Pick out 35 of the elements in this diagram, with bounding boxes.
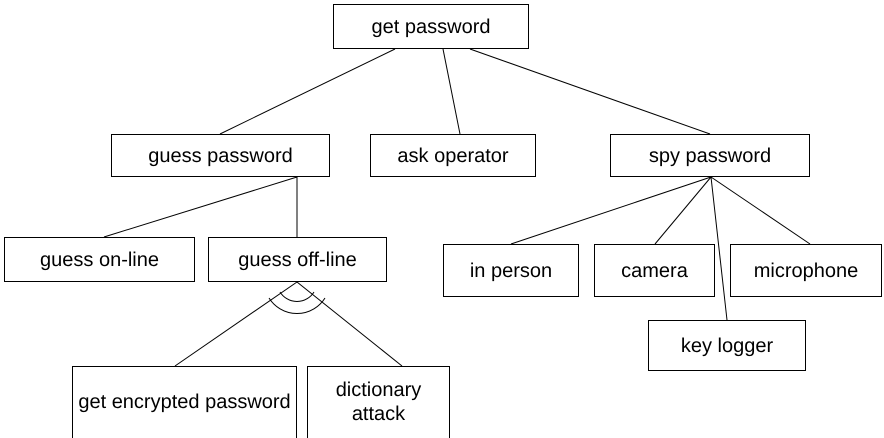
- tree-node-box: [307, 366, 450, 438]
- tree-node-box: [648, 320, 806, 371]
- connector-line: [174, 282, 298, 366]
- tree-node-box: [208, 237, 387, 282]
- tree-node-box: [4, 237, 195, 282]
- node-label: guess password: [148, 144, 293, 168]
- node-label: get encrypted password: [78, 390, 291, 414]
- node-label: ask operator: [397, 144, 509, 168]
- connector-line: [470, 48, 710, 134]
- tree-node-box: [333, 4, 529, 49]
- node-label: camera: [621, 258, 688, 282]
- tree-node-box: [610, 134, 810, 177]
- connector-line: [220, 48, 396, 134]
- node-label: spy password: [648, 144, 772, 168]
- connector-line: [442, 48, 460, 134]
- node-label: guess off-line: [238, 248, 357, 272]
- node-label: guess on-line: [40, 248, 159, 272]
- connector-line: [510, 176, 712, 244]
- connector-line: [296, 176, 298, 238]
- node-label: key logger: [680, 334, 774, 358]
- tree-node-box: [72, 366, 297, 438]
- connector-line: [654, 176, 712, 244]
- connector-line: [104, 176, 298, 238]
- node-label: in person: [470, 258, 552, 282]
- tree-node-box: [111, 134, 330, 177]
- connector-line: [710, 176, 810, 244]
- connector-line: [296, 282, 402, 366]
- tree-node-box: [594, 244, 715, 297]
- node-label: get password: [372, 14, 490, 38]
- node-label: dictionary attack: [334, 378, 422, 426]
- tree-node-box: [730, 244, 882, 297]
- tree-node-box: [370, 134, 536, 177]
- tree-node-box: [443, 244, 579, 297]
- connector-line: [710, 176, 728, 320]
- node-label: microphone: [754, 258, 858, 282]
